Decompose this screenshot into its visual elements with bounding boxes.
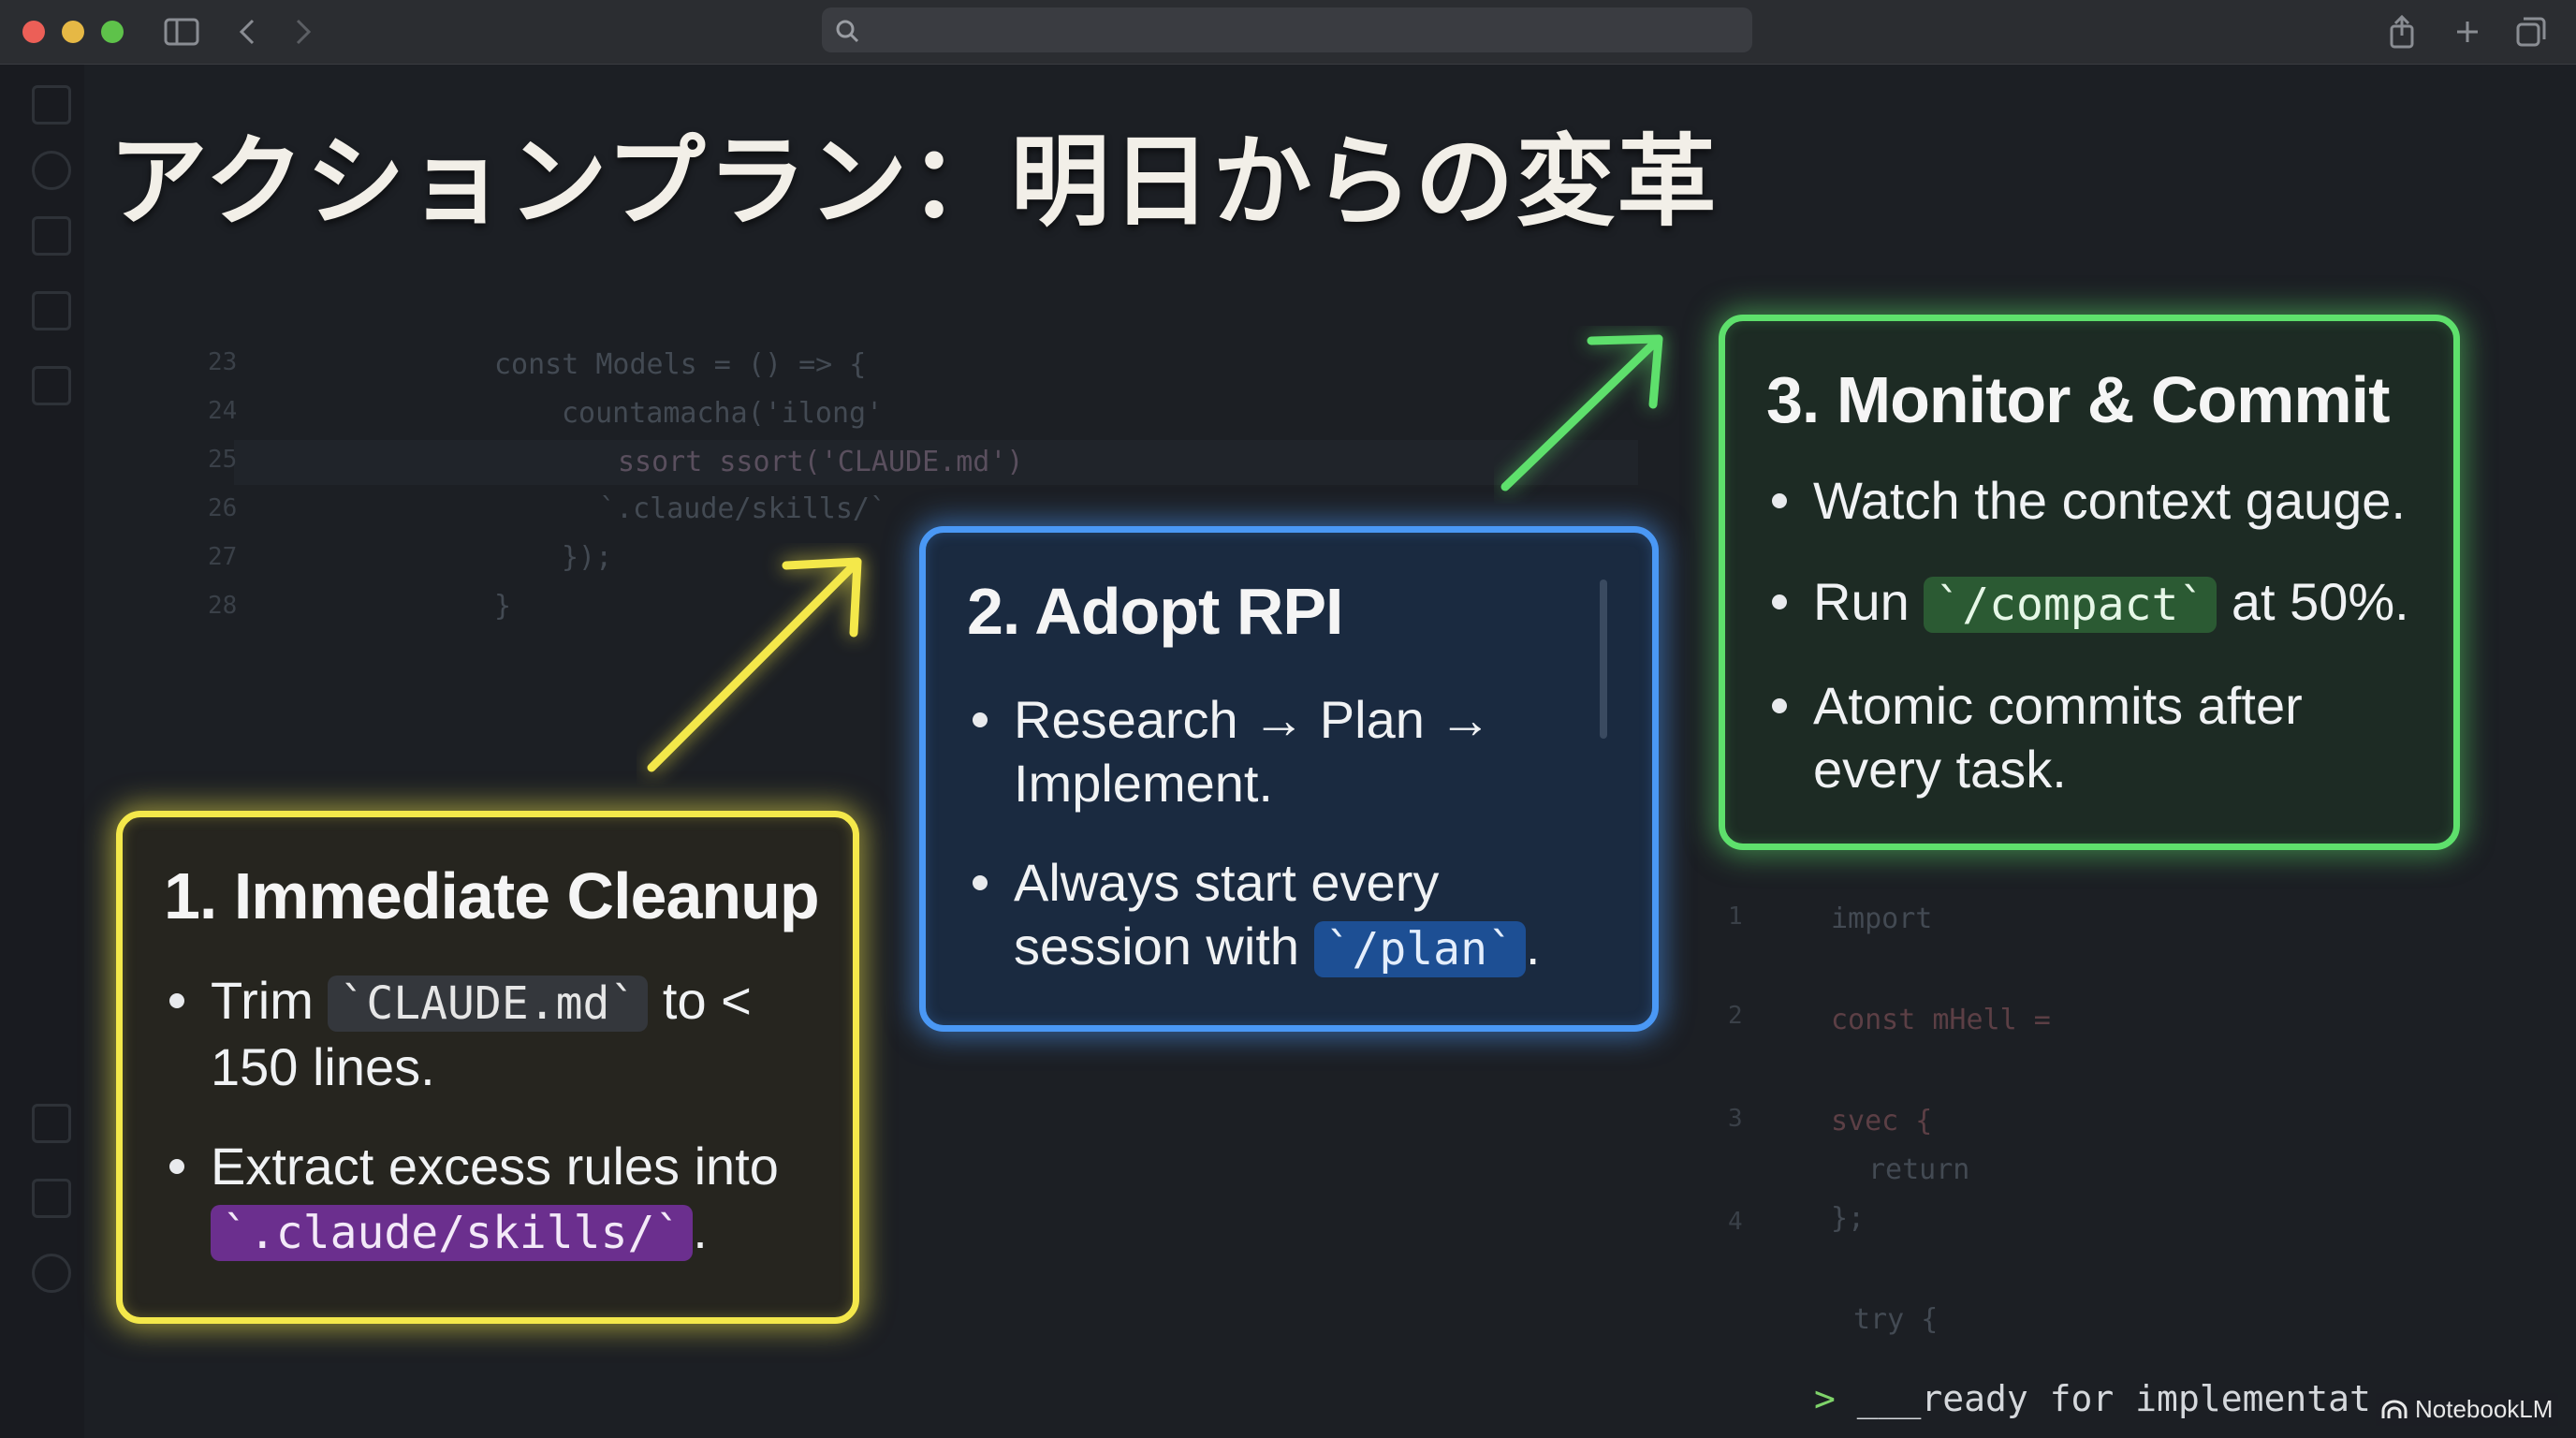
code-line: }); xyxy=(562,541,613,574)
monitor-commit-card: 3. Monitor & Commit Watch the context ga… xyxy=(1719,315,2460,850)
card-bullet-list: Watch the context gauge. Run `/compact` … xyxy=(1766,469,2431,837)
calendar-icon xyxy=(32,1104,71,1143)
code-chip: `/plan` xyxy=(1313,921,1526,977)
code-line: return xyxy=(1868,1153,1970,1186)
card-bullet-list: Research → Plan → Implement. Always star… xyxy=(967,688,1587,1017)
minimize-window-button[interactable] xyxy=(62,21,84,43)
forward-chevron-icon[interactable] xyxy=(286,13,320,51)
code-line: try { xyxy=(1853,1303,1939,1336)
code-line: import xyxy=(1831,902,1933,935)
green-arrow-icon xyxy=(1500,334,1663,492)
list-item: Atomic commits after every task. xyxy=(1766,674,2431,801)
address-search-bar[interactable] xyxy=(822,7,1752,52)
sidebar-toggle-icon[interactable] xyxy=(161,13,202,51)
settings-gear-icon xyxy=(32,1254,71,1293)
list-item: Extract excess rules into `.claude/skill… xyxy=(164,1135,830,1265)
code-chip: `.claude/skills/` xyxy=(211,1205,694,1261)
run-debug-icon xyxy=(32,291,71,330)
new-tab-icon[interactable] xyxy=(2449,13,2486,51)
search-icon xyxy=(835,19,859,47)
card-heading: 3. Monitor & Commit xyxy=(1766,363,2390,436)
code-line: }; xyxy=(1831,1202,1866,1235)
brand-label: NotebookLM xyxy=(2415,1395,2554,1423)
close-window-button[interactable] xyxy=(22,21,45,43)
card-scrollbar xyxy=(1600,580,1607,739)
search-panel-icon xyxy=(32,151,71,190)
folder-icon xyxy=(32,1179,71,1218)
list-item: Run `/compact` at 50%. xyxy=(1766,570,2431,637)
code-line: const Models = () => { xyxy=(494,348,867,381)
activity-bar xyxy=(0,65,84,1438)
list-item: Trim `CLAUDE.md` to < 150 lines. xyxy=(164,969,830,1099)
code-line: ssort ssort('CLAUDE.md') xyxy=(618,446,1024,478)
back-chevron-icon[interactable] xyxy=(230,13,264,51)
share-icon[interactable] xyxy=(2383,13,2421,51)
explorer-icon xyxy=(32,85,71,125)
code-chip: `CLAUDE.md` xyxy=(328,976,649,1032)
code-line: const mHell = xyxy=(1831,1004,2051,1036)
list-item: Always start every session with `/plan`. xyxy=(967,851,1587,981)
terminal-output: > ___ready for implementat xyxy=(1814,1378,2371,1419)
code-chip: `/compact` xyxy=(1924,577,2217,633)
tab-overview-icon[interactable] xyxy=(2512,13,2550,51)
notebooklm-watermark: NotebookLM xyxy=(2376,1393,2559,1426)
code-line: countamacha('ilong' xyxy=(562,397,884,430)
page-title: アクションプラン：明日からの変革 xyxy=(109,125,1719,240)
notebooklm-logo-icon xyxy=(2381,1400,2408,1418)
card-bullet-list: Trim `CLAUDE.md` to < 150 lines. Extract… xyxy=(164,969,830,1300)
code-line: `.claude/skills/` xyxy=(599,492,887,525)
highlighted-code-line xyxy=(234,440,1638,485)
list-item: Watch the context gauge. xyxy=(1766,469,2431,533)
yellow-arrow-icon xyxy=(647,557,862,772)
adopt-rpi-card: 2. Adopt RPI Research → Plan → Implement… xyxy=(919,526,1659,1032)
zoom-window-button[interactable] xyxy=(101,21,124,43)
card-heading: 2. Adopt RPI xyxy=(967,575,1344,648)
extensions-icon xyxy=(32,366,71,405)
card-heading: 1. Immediate Cleanup xyxy=(164,859,820,932)
code-line: svec { xyxy=(1831,1105,1933,1137)
code-line: } xyxy=(494,590,512,623)
window-titlebar xyxy=(0,0,2576,65)
list-item: Research → Plan → Implement. xyxy=(967,688,1587,815)
source-control-icon xyxy=(32,216,71,256)
cleanup-card: 1. Immediate Cleanup Trim `CLAUDE.md` to… xyxy=(116,811,859,1324)
